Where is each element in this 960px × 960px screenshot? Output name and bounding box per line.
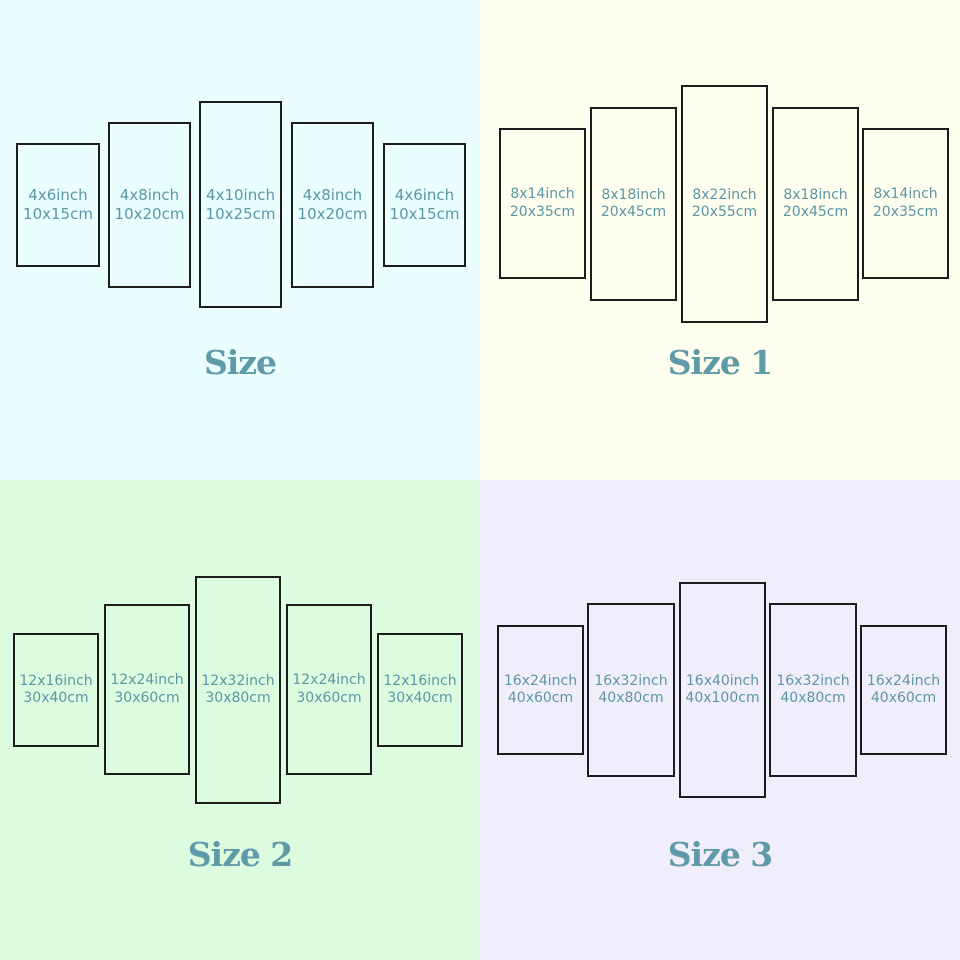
frame-inch-label: 4x6inch (28, 186, 88, 205)
frame-inch-label: 8x22inch (692, 186, 757, 203)
canvas-frame-4: 4x6inch 10x15cm (383, 143, 466, 267)
frame-cm-label: 20x35cm (872, 203, 939, 220)
frame-inch-label: 4x10inch (206, 185, 275, 204)
frame-inch-label: 8x18inch (601, 186, 666, 203)
frame-cm-label: 20x35cm (509, 203, 576, 220)
frame-inch-label: 16x24inch (503, 672, 578, 689)
canvas-frame-1: 16x32inch 40x80cm (587, 603, 675, 777)
size-panel-3: 16x24inch 40x60cm 16x32inch 40x80cm 16x4… (480, 480, 960, 960)
frame-cm-label: 40x60cm (870, 690, 937, 706)
frame-inch-label: 12x16inch (383, 672, 457, 689)
frame-inch-label: 12x16inch (19, 672, 93, 689)
canvas-frame-1: 4x8inch 10x20cm (108, 122, 191, 288)
canvas-frame-1: 8x18inch 20x45cm (590, 107, 677, 301)
frame-cm-label: 10x15cm (23, 205, 93, 223)
frame-inch-label: 12x24inch (292, 672, 366, 688)
canvas-frame-0: 12x16inch 30x40cm (13, 633, 99, 747)
canvas-frame-1: 12x24inch 30x60cm (104, 604, 190, 775)
size-caption: Size 3 (667, 835, 774, 874)
frame-cm-label: 10x25cm (205, 204, 276, 223)
frame-cm-label: 30x80cm (205, 690, 271, 706)
frame-cm-label: 30x60cm (114, 689, 180, 706)
frame-cm-label: 20x45cm (600, 204, 667, 220)
frame-cm-label: 40x80cm (780, 690, 846, 706)
frame-cm-label: 40x60cm (507, 690, 574, 706)
frame-cm-label: 10x20cm (114, 205, 185, 223)
frame-inch-label: 16x40inch (685, 672, 760, 689)
frame-cm-label: 30x60cm (296, 689, 362, 706)
size-panel-0: 4x6inch 10x15cm 4x8inch 10x20cm 4x10inch… (0, 0, 480, 480)
frame-inch-label: 12x32inch (201, 672, 275, 689)
frame-cm-label: 30x40cm (23, 690, 89, 706)
canvas-frame-0: 8x14inch 20x35cm (499, 128, 586, 279)
canvas-frame-3: 8x18inch 20x45cm (772, 107, 859, 301)
size-caption: Size (203, 343, 277, 382)
canvas-frame-2: 8x22inch 20x55cm (681, 85, 768, 323)
canvas-frame-4: 12x16inch 30x40cm (377, 633, 463, 747)
frame-cm-label: 30x40cm (387, 690, 453, 706)
frame-inch-label: 8x14inch (510, 186, 575, 202)
canvas-frame-3: 4x8inch 10x20cm (291, 122, 374, 288)
size-caption: Size 1 (667, 343, 774, 382)
frame-cm-label: 20x55cm (691, 204, 758, 220)
frame-inch-label: 16x32inch (776, 672, 850, 689)
canvas-frame-3: 16x32inch 40x80cm (769, 603, 857, 777)
frame-cm-label: 10x15cm (389, 205, 460, 223)
frame-inch-label: 4x6inch (394, 186, 455, 205)
frame-inch-label: 4x8inch (302, 186, 363, 205)
size-caption: Size 2 (187, 835, 294, 874)
canvas-frame-3: 12x24inch 30x60cm (286, 604, 372, 775)
frame-inch-label: 12x24inch (110, 672, 184, 688)
frame-inch-label: 16x32inch (594, 672, 668, 689)
canvas-frame-2: 4x10inch 10x25cm (199, 101, 282, 308)
frame-cm-label: 40x100cm (685, 690, 760, 706)
frame-cm-label: 40x80cm (598, 690, 664, 706)
canvas-frame-0: 4x6inch 10x15cm (16, 143, 100, 267)
frame-inch-label: 16x24inch (866, 672, 941, 689)
canvas-frame-2: 16x40inch 40x100cm (679, 582, 766, 798)
frame-inch-label: 4x8inch (119, 186, 180, 205)
frame-inch-label: 8x14inch (873, 186, 938, 202)
canvas-frame-4: 16x24inch 40x60cm (860, 625, 947, 755)
canvas-frame-4: 8x14inch 20x35cm (862, 128, 949, 279)
size-panel-2: 12x16inch 30x40cm 12x24inch 30x60cm 12x3… (0, 480, 480, 960)
frame-cm-label: 10x20cm (297, 205, 368, 223)
canvas-frame-2: 12x32inch 30x80cm (195, 576, 281, 804)
canvas-frame-0: 16x24inch 40x60cm (497, 625, 584, 755)
frame-cm-label: 20x45cm (782, 204, 849, 220)
size-panel-1: 8x14inch 20x35cm 8x18inch 20x45cm 8x22in… (480, 0, 960, 480)
frame-inch-label: 8x18inch (783, 186, 848, 203)
